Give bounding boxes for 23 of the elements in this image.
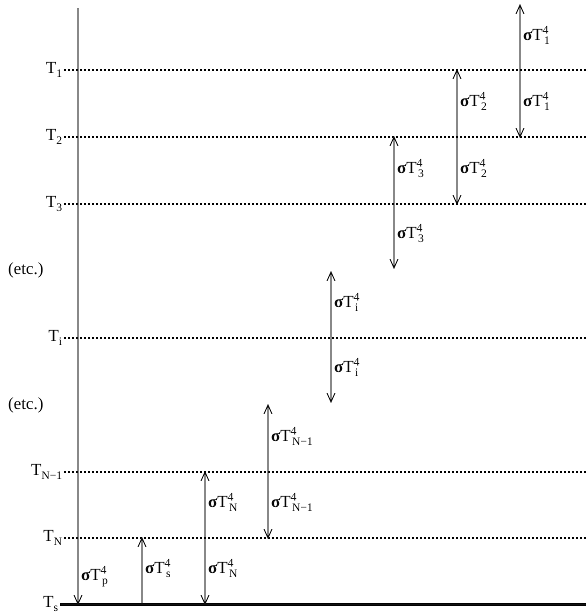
arrow [326, 272, 336, 338]
arrow [452, 136, 462, 204]
arrow [326, 338, 336, 402]
layer-label: T$_{N−1}$ [30, 460, 62, 480]
arrow [516, 70, 524, 138]
arrow [74, 8, 82, 604]
layer-label: T$_{s}$ [43, 592, 58, 612]
arrow [390, 204, 398, 268]
arrow [264, 404, 272, 472]
layer-label: T$_{3}$ [46, 192, 62, 212]
arrow [452, 70, 462, 138]
arrow [138, 538, 146, 604]
note-label: (etc.) [8, 259, 44, 279]
arrow [200, 538, 210, 604]
layer-label: T$_{N}$ [43, 526, 62, 546]
layer-label: T$_{1}$ [46, 58, 62, 78]
note-label: (etc.) [8, 394, 44, 414]
arrow [200, 472, 210, 538]
layer-label: T$_{2}$ [46, 125, 62, 145]
layer-label: T$_{i}$ [48, 326, 62, 346]
arrow [390, 136, 398, 204]
arrow [264, 472, 272, 538]
arrow [516, 4, 524, 70]
